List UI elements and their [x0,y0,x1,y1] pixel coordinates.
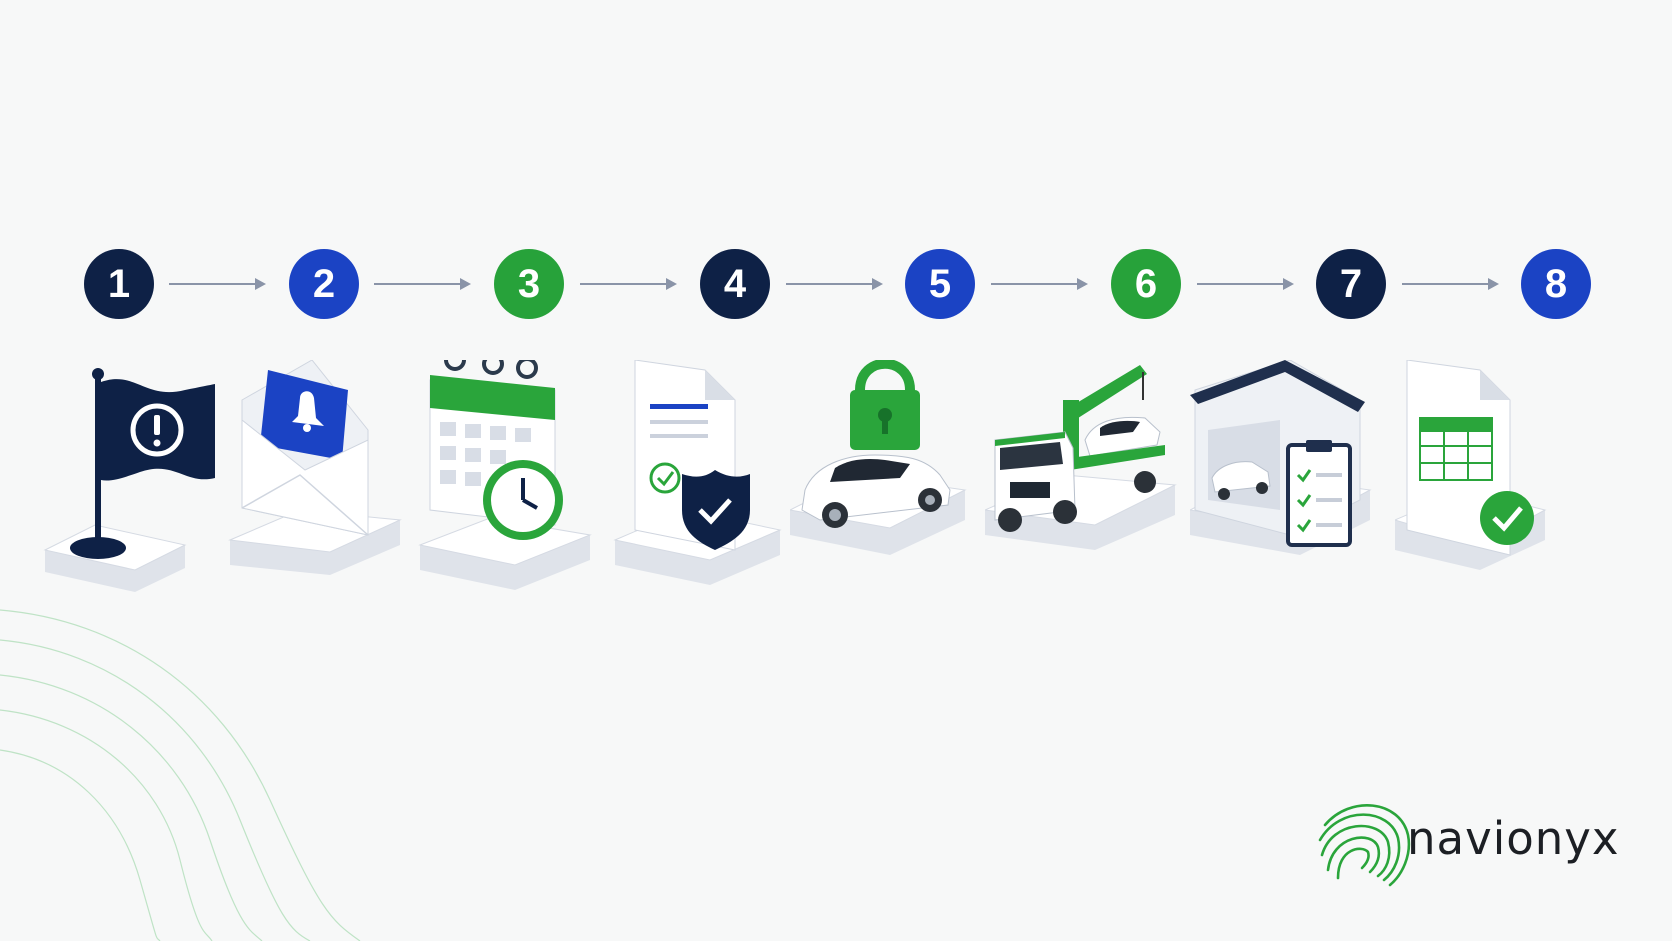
step-number: 3 [517,261,541,306]
warning-flag-icon [43,368,215,592]
calendar-clock-icon [418,360,592,590]
step-6-badge: 6 [1111,249,1181,319]
arrow-right-icon [786,278,883,290]
garage-checklist-icon [1190,360,1372,555]
step-number: 4 [723,261,747,306]
step-number: 5 [928,261,952,306]
step-number: 7 [1339,261,1363,306]
locked-car-icon [790,360,967,555]
arrow-right-icon [580,278,677,290]
step-4-badge: 4 [700,249,770,319]
arrow-right-icon [991,278,1088,290]
step-number: 2 [312,261,336,306]
arrow-right-icon [374,278,471,290]
step-1-badge: 1 [84,249,154,319]
step-3-badge: 3 [494,249,564,319]
step-2-badge: 2 [289,249,359,319]
background-wave-lines [0,609,361,941]
step-5-badge: 5 [905,249,975,319]
step-number: 8 [1544,261,1568,306]
arrow-right-icon [169,278,266,290]
step-8-badge: 8 [1521,249,1591,319]
arrow-right-icon [1402,278,1499,290]
tow-truck-icon [985,365,1177,550]
step-number: 6 [1134,261,1158,306]
verified-document-shield-icon [613,360,782,585]
navionyx-logo-icon [1318,804,1411,887]
step-7-badge: 7 [1316,249,1386,319]
step-number: 1 [107,261,131,306]
notification-envelope-icon [228,360,402,575]
approved-spreadsheet-icon [1395,360,1547,570]
brand-name: navionyx [1407,812,1620,865]
arrow-right-icon [1197,278,1294,290]
